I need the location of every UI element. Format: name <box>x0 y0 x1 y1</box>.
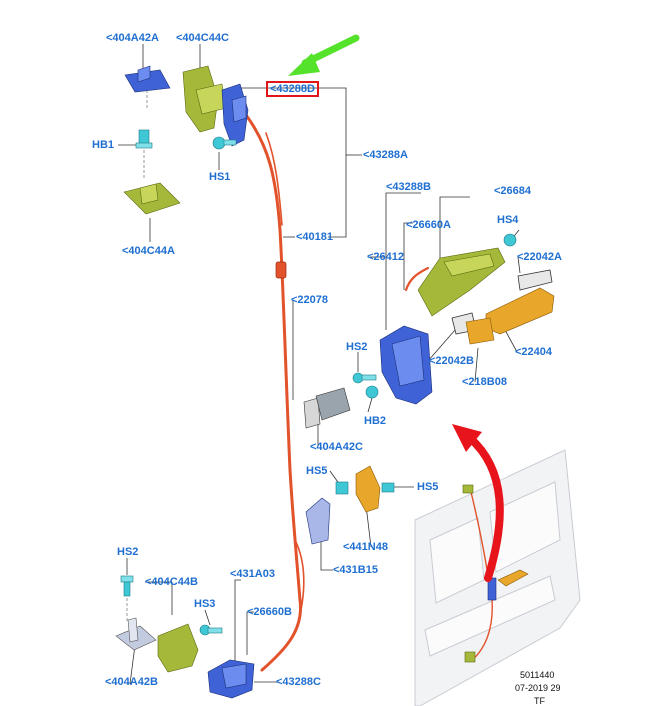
label-404A42B: <404A42B <box>105 676 158 688</box>
latch-top <box>221 83 249 147</box>
label-HS5-right: HS5 <box>417 481 439 493</box>
label-404A42A: <404A42A <box>106 32 159 44</box>
label-43288A: <43288A <box>363 149 408 161</box>
label-HS5-left: HS5 <box>306 465 328 477</box>
base-plate-404C44A <box>123 182 181 215</box>
screw-hs5-right <box>381 482 395 493</box>
label-HS1: HS1 <box>209 171 231 183</box>
rod-cable <box>244 113 430 672</box>
seal-22042A <box>517 269 553 291</box>
label-441N48: <441N48 <box>343 541 388 553</box>
screw-hs3 <box>199 624 223 636</box>
label-404C44B: <404C44B <box>145 576 198 588</box>
label-404C44A: <404C44A <box>122 245 175 257</box>
label-40181: <40181 <box>296 231 334 243</box>
label-43288B: <43288B <box>386 181 431 193</box>
label-HS3: HS3 <box>194 598 216 610</box>
label-22042A: <22042A <box>517 251 562 263</box>
label-26684: <26684 <box>494 185 532 197</box>
screw-hs2-mid <box>352 372 377 384</box>
label-404C44C: <404C44C <box>176 32 229 44</box>
lock-body-26412 <box>379 325 433 405</box>
screw-hs1 <box>212 136 237 150</box>
label-22078: <22078 <box>291 294 329 306</box>
label-HB1: HB1 <box>92 139 115 151</box>
door-thumbnail-parts <box>462 484 529 663</box>
lock-431B15 <box>305 497 331 545</box>
label-26660B: <26660B <box>247 606 292 618</box>
screw-hs4 <box>503 233 517 247</box>
green-arrow-icon <box>288 34 360 76</box>
bolt-hb1 <box>135 129 153 180</box>
striker-404C44B <box>157 623 199 673</box>
label-HB2: HB2 <box>364 415 387 427</box>
striker-bracket-top <box>182 65 227 133</box>
label-22042B: <22042B <box>429 355 474 367</box>
label-HS4: HS4 <box>497 214 519 226</box>
label-43288C: <43288C <box>276 676 321 688</box>
striker-404A42C <box>303 387 351 429</box>
cable-clip <box>275 261 287 279</box>
screw-hs5-left <box>335 481 349 495</box>
label-43288D: <43288D <box>266 81 319 97</box>
label-431B15: <431B15 <box>333 564 378 576</box>
diagram-code: TF <box>534 696 545 706</box>
outer-handle-22404 <box>485 287 555 335</box>
screw-hs2-bottom <box>120 575 134 622</box>
leader-lines <box>118 44 521 685</box>
lock-cap-218B08 <box>465 317 495 345</box>
red-arrow-icon <box>452 424 504 582</box>
label-26660A: <26660A <box>406 219 451 231</box>
label-218B08: <218B08 <box>462 376 507 388</box>
latch-431A03 <box>207 659 255 699</box>
label-22404: <22404 <box>515 346 553 358</box>
bolt-hb2 <box>365 385 379 399</box>
hinge-bracket-top <box>124 65 171 110</box>
handle-bracket-26684 <box>417 247 506 317</box>
label-431A03: <431A03 <box>230 568 275 580</box>
diagram-number: 5011440 <box>520 670 555 680</box>
diagram-date: 07-2019 29 <box>515 683 561 693</box>
label-HS2-bottom: HS2 <box>117 546 139 558</box>
bracket-441N48 <box>355 465 381 513</box>
label-26412: <26412 <box>367 251 405 263</box>
label-404A42C: <404A42C <box>310 441 363 453</box>
hinge-bracket-404A42B <box>115 617 157 651</box>
door-thumbnail <box>414 449 581 706</box>
label-HS2-mid: HS2 <box>346 341 368 353</box>
